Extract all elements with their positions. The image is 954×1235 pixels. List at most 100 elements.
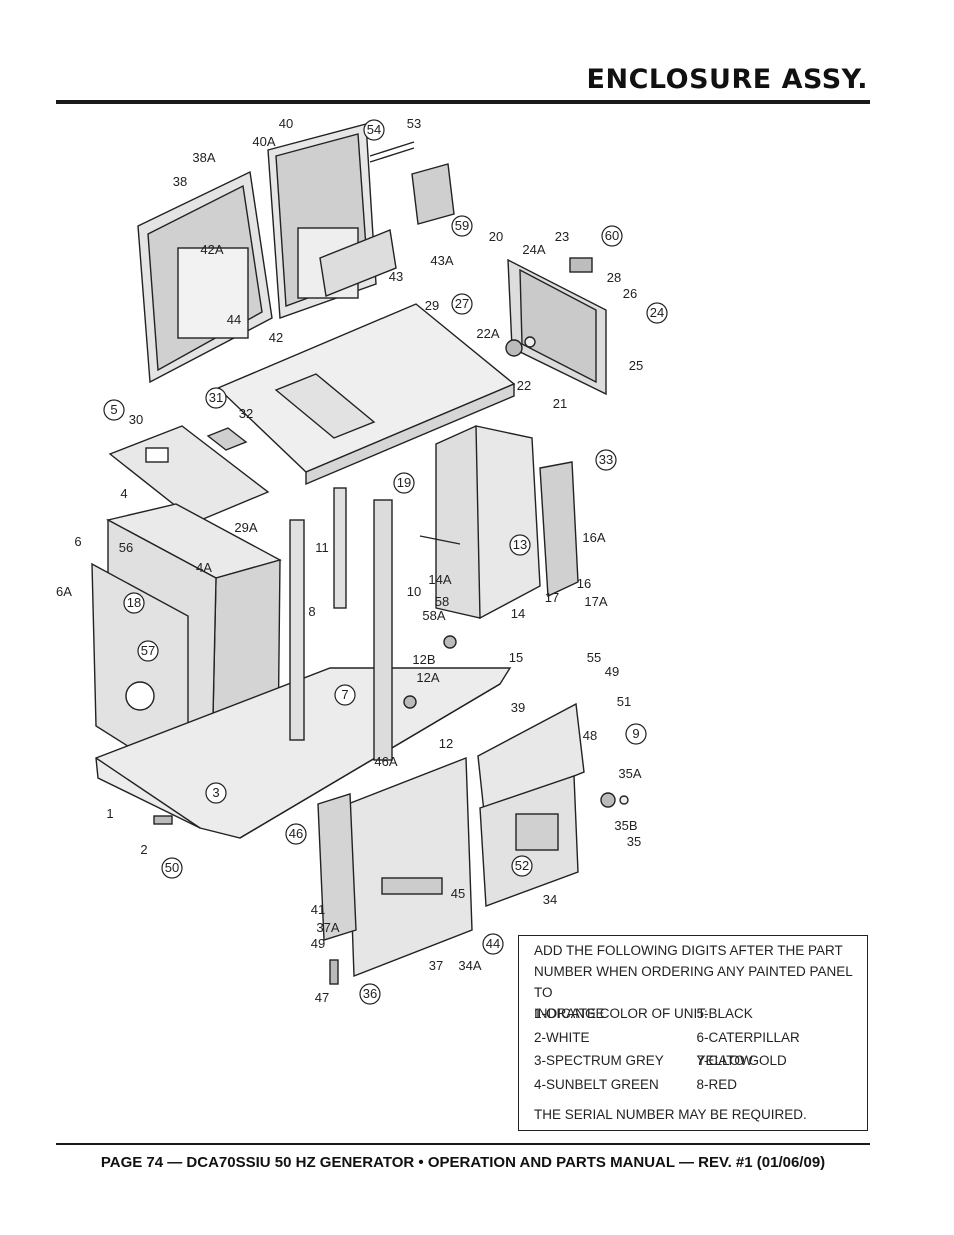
note-line: INDICATE COLOR OF UNIT: — [534, 1006, 708, 1021]
callout: 44 — [486, 936, 500, 951]
part-label: 46A — [374, 754, 397, 769]
callout: 33 — [599, 452, 613, 467]
part-label: 38A — [192, 150, 215, 165]
footer-rule — [56, 1143, 870, 1145]
color-code: 7-CATO GOLD — [696, 1053, 787, 1068]
part-label: 8 — [308, 604, 315, 619]
callout: 7 — [341, 687, 348, 702]
diagram-line-art — [91, 123, 629, 985]
color-code-list: 1-ORANGE 5-BLACK 2-WHITE 6-CATERPILLAR Y… — [534, 1002, 859, 1096]
part-label: 55 — [587, 650, 601, 665]
color-code: 3-SPECTRUM GREY — [534, 1053, 664, 1068]
callout: 13 — [513, 537, 527, 552]
part-label: 25 — [629, 358, 643, 373]
diagram-callouts — [103, 119, 668, 1005]
color-code: 4-SUNBELT GREEN — [534, 1076, 659, 1092]
callout: 52 — [515, 858, 529, 873]
part-label: 14A — [428, 572, 451, 587]
callout: 27 — [455, 296, 469, 311]
callout: 31 — [209, 390, 223, 405]
callout: 9 — [632, 726, 639, 741]
part-label: 49 — [605, 664, 619, 679]
part-label: 39 — [511, 700, 525, 715]
part-label: 35A — [618, 766, 641, 781]
callout: 36 — [363, 986, 377, 1001]
note-line: ADD THE FOLLOWING DIGITS AFTER THE PART — [534, 943, 843, 958]
part-label: 43A — [430, 253, 453, 268]
part-label: 6A — [56, 584, 72, 599]
part-label: 12A — [416, 670, 439, 685]
color-code: 8-RED — [696, 1076, 738, 1092]
part-label: 34 — [543, 892, 557, 907]
note-text: ADD THE FOLLOWING DIGITS AFTER THE PART … — [534, 940, 859, 1024]
part-label: 38 — [173, 174, 187, 189]
part-label: 24A — [522, 242, 545, 257]
callout: 24 — [650, 305, 664, 320]
part-label: 23 — [555, 229, 569, 244]
part-label: 53 — [407, 116, 421, 131]
part-label: 4 — [120, 486, 127, 501]
part-label: 16 — [577, 576, 591, 591]
part-label: 4A — [196, 560, 212, 575]
part-label: 48 — [583, 728, 597, 743]
part-label: 11 — [315, 540, 329, 555]
callout: 19 — [397, 475, 411, 490]
paint-color-note: ADD THE FOLLOWING DIGITS AFTER THE PART … — [518, 935, 868, 1131]
part-label: 42 — [269, 330, 283, 345]
part-label: 29 — [425, 298, 439, 313]
part-label: 15 — [509, 650, 523, 665]
callout: 46 — [289, 826, 303, 841]
part-label: 35 — [627, 834, 641, 849]
part-label: 49 — [311, 936, 325, 951]
callout: 5 — [110, 402, 117, 417]
part-label: 17 — [545, 590, 559, 605]
part-label: 17A — [584, 594, 607, 609]
part-label: 58 — [435, 594, 449, 609]
callout: 54 — [367, 122, 381, 137]
part-label: 2 — [140, 842, 147, 857]
color-code: 2-WHITE — [534, 1029, 590, 1045]
enclosure-exploded-diagram: 54 59 60 24 27 31 33 19 13 18 57 7 9 52 … — [56, 116, 668, 1005]
callout: 57 — [141, 643, 155, 658]
part-label: 6 — [74, 534, 81, 549]
part-label: 34A — [458, 958, 481, 973]
color-code: 1-ORANGE — [534, 1006, 605, 1021]
part-label: 51 — [617, 694, 631, 709]
part-label: 47 — [315, 990, 329, 1005]
part-label: 28 — [607, 270, 621, 285]
part-label: 40 — [279, 116, 293, 131]
part-label: 56 — [119, 540, 133, 555]
color-row: 2-WHITE 6-CATERPILLAR YELLOW — [534, 1026, 859, 1069]
callout: 3 — [212, 785, 219, 800]
part-label: 37A — [316, 920, 339, 935]
part-label: 26 — [623, 286, 637, 301]
part-label: 1 — [106, 806, 113, 821]
part-label: 45 — [451, 886, 465, 901]
page-title: ENCLOSURE ASSY. — [586, 64, 868, 95]
part-label: 12 — [439, 736, 453, 751]
part-label: 43 — [389, 269, 403, 284]
diagram-callout-numbers: 54 59 60 24 27 31 33 19 13 18 57 7 9 52 … — [110, 122, 664, 1001]
color-row: 1-ORANGE 5-BLACK — [534, 1002, 859, 1026]
part-label: 35B — [614, 818, 637, 833]
part-label: 21 — [553, 396, 567, 411]
page-footer: PAGE 74 — DCA70SSIU 50 HZ GENERATOR • OP… — [100, 1154, 826, 1171]
color-code: 5-BLACK — [696, 1006, 753, 1021]
part-label: 44 — [227, 312, 241, 327]
part-label: 10 — [407, 584, 421, 599]
part-label: 14 — [511, 606, 525, 621]
color-row: 3-SPECTRUM GREY 7-CATO GOLD — [534, 1049, 859, 1073]
part-label: 41 — [311, 902, 325, 917]
title-rule — [56, 100, 870, 104]
part-label: 40A — [252, 134, 275, 149]
callout: 60 — [605, 228, 619, 243]
color-row: 4-SUNBELT GREEN 8-RED — [534, 1073, 859, 1097]
part-label: 32 — [239, 406, 253, 421]
callout: 59 — [455, 218, 469, 233]
part-label: 16A — [582, 530, 605, 545]
part-label: 12B — [412, 652, 435, 667]
part-label: 42A — [200, 242, 223, 257]
callout: 18 — [127, 595, 141, 610]
callout: 50 — [165, 860, 179, 875]
part-label: 58A — [422, 608, 445, 623]
